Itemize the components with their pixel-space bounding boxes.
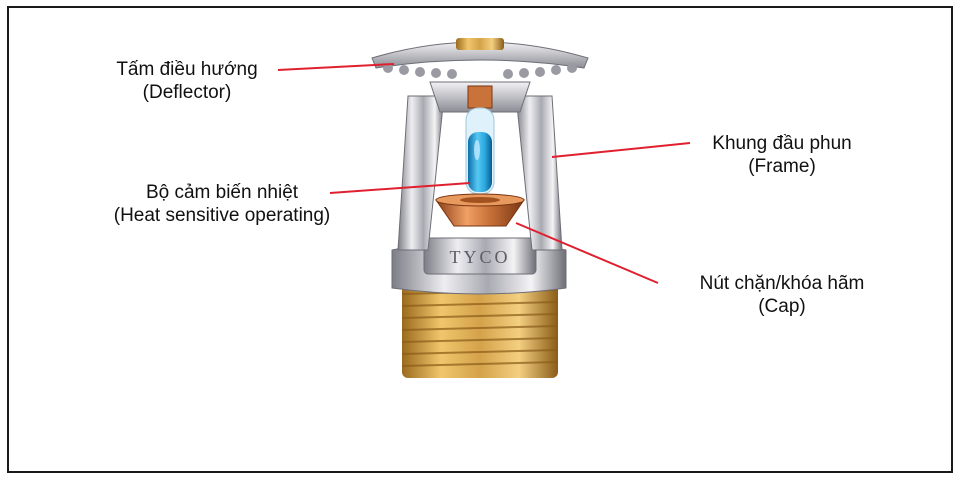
bulb-label-en: (Heat sensitive operating) [82, 204, 362, 227]
bulb-label: Bộ cảm biến nhiệt (Heat sensitive operat… [82, 181, 362, 227]
deflector-label-en: (Deflector) [92, 81, 282, 104]
frame-label-vi: Khung đầu phun [682, 132, 882, 155]
deflector-plate [372, 38, 588, 79]
cap-label: Nút chặn/khóa hãm (Cap) [662, 272, 902, 318]
heat-bulb [466, 108, 494, 194]
brand-mark: TYCO [450, 247, 511, 267]
leader-frame [552, 143, 690, 157]
bulb-label-vi: Bộ cảm biến nhiệt [82, 181, 362, 204]
cap-label-en: (Cap) [662, 295, 902, 318]
threaded-body [402, 282, 558, 378]
deflector-label: Tấm điều hướng (Deflector) [92, 58, 282, 104]
cap-label-vi: Nút chặn/khóa hãm [662, 272, 902, 295]
frame-label: Khung đầu phun (Frame) [682, 132, 882, 178]
deflector-label-vi: Tấm điều hướng [92, 58, 282, 81]
frame-label-en: (Frame) [682, 155, 882, 178]
cap-seal [436, 194, 524, 226]
